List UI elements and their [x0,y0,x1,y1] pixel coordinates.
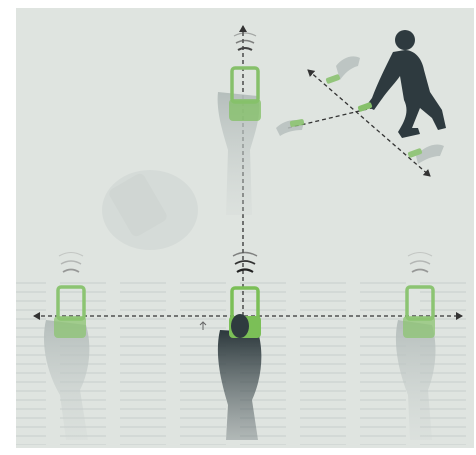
faded-background-illustration [102,170,198,250]
